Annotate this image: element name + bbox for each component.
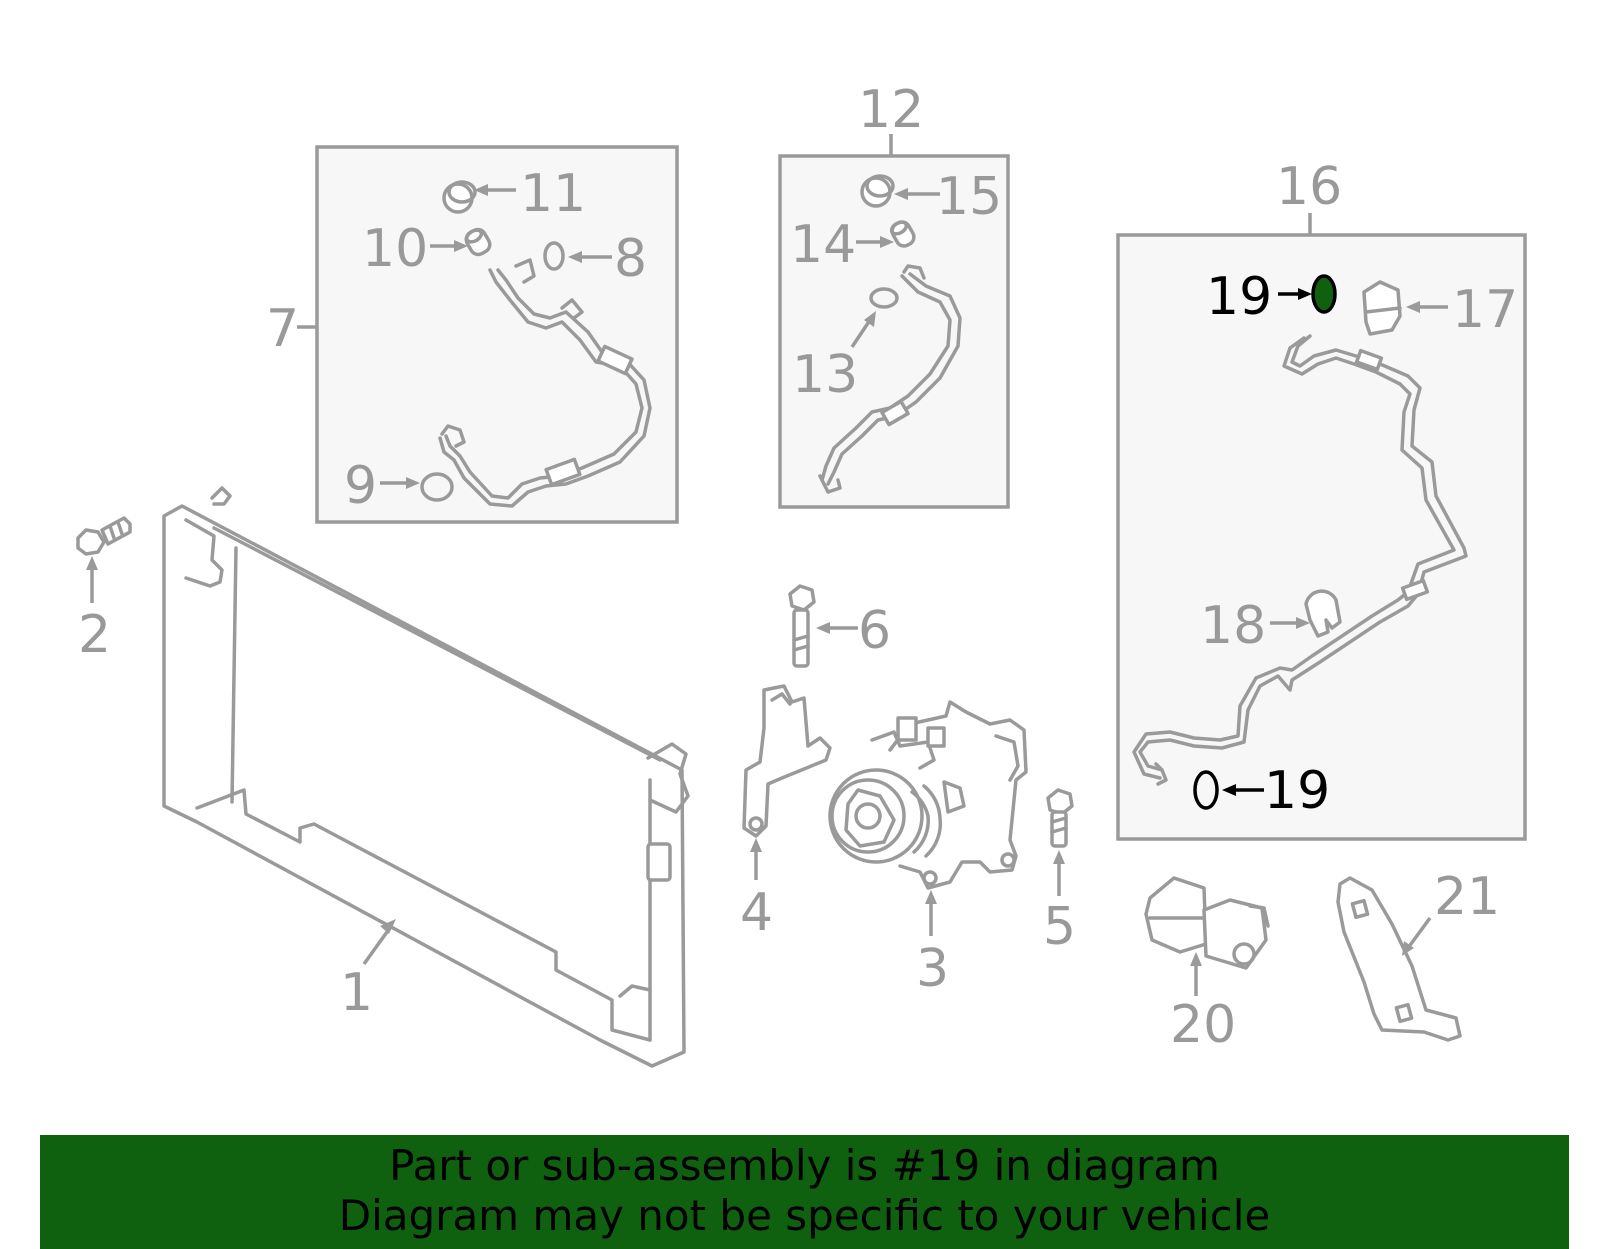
leader-13 — [850, 319, 872, 348]
bolt-part-6[interactable] — [788, 584, 816, 668]
bolt-part-5[interactable] — [1046, 788, 1074, 848]
oring-part-13[interactable] — [869, 287, 899, 309]
hose-part-12[interactable] — [818, 264, 962, 494]
oring-part-9[interactable] — [420, 472, 454, 502]
callout-17: 17 — [1452, 280, 1518, 340]
callout-4: 4 — [740, 883, 773, 943]
callout-7: 7 — [266, 299, 299, 359]
cap-part-11[interactable] — [442, 180, 477, 214]
oring-part-19-highlighted[interactable] — [1193, 274, 1337, 810]
callout-13: 13 — [792, 345, 858, 405]
callout-2: 2 — [78, 605, 111, 665]
group-box-7 — [315, 145, 679, 524]
bracket-part-21[interactable] — [1336, 876, 1462, 1042]
oring-part-19-bottom[interactable] — [1193, 770, 1219, 810]
callout-9: 9 — [344, 456, 377, 516]
valve-part-14[interactable] — [889, 219, 917, 249]
callout-10: 10 — [362, 219, 428, 279]
callout-12: 12 — [858, 80, 924, 140]
leader-21 — [1406, 916, 1432, 950]
callout-6: 6 — [858, 601, 891, 661]
callout-21: 21 — [1434, 867, 1500, 927]
banner-line-part: Part or sub-assembly is #19 in diagram — [389, 1141, 1220, 1190]
oring-part-8[interactable] — [543, 241, 565, 271]
callout-14: 14 — [790, 215, 856, 275]
callout-20: 20 — [1170, 995, 1236, 1055]
oring-part-19-top[interactable] — [1311, 274, 1337, 314]
callout-18: 18 — [1200, 596, 1266, 656]
condenser-part-1[interactable] — [162, 486, 690, 1068]
valve-part-10[interactable] — [463, 227, 492, 258]
hose-part-7[interactable] — [438, 258, 652, 508]
callout-19-bottom: 19 — [1264, 761, 1330, 821]
callout-5: 5 — [1043, 897, 1076, 957]
valve-part-20[interactable] — [1144, 876, 1270, 970]
clip-part-18[interactable] — [1304, 589, 1342, 638]
callout-8: 8 — [614, 229, 647, 289]
cap-part-17[interactable] — [1362, 280, 1402, 336]
callout-11: 11 — [520, 164, 586, 224]
group-box-12 — [778, 154, 1010, 509]
callout-15: 15 — [936, 167, 1002, 227]
compressor-part-3[interactable] — [828, 700, 1028, 890]
callout-1: 1 — [340, 963, 373, 1023]
banner-line-disclaimer: Diagram may not be specific to your vehi… — [338, 1191, 1271, 1240]
bracket-part-4[interactable] — [742, 684, 832, 838]
callout-19-top: 19 — [1206, 267, 1272, 327]
info-banner: Part or sub-assembly is #19 in diagram D… — [40, 1135, 1569, 1249]
bolt-part-2[interactable] — [76, 516, 132, 556]
cap-part-15[interactable] — [860, 174, 895, 208]
callout-3: 3 — [916, 939, 949, 999]
tube-part-16[interactable] — [1132, 334, 1468, 786]
callout-16: 16 — [1276, 157, 1342, 217]
